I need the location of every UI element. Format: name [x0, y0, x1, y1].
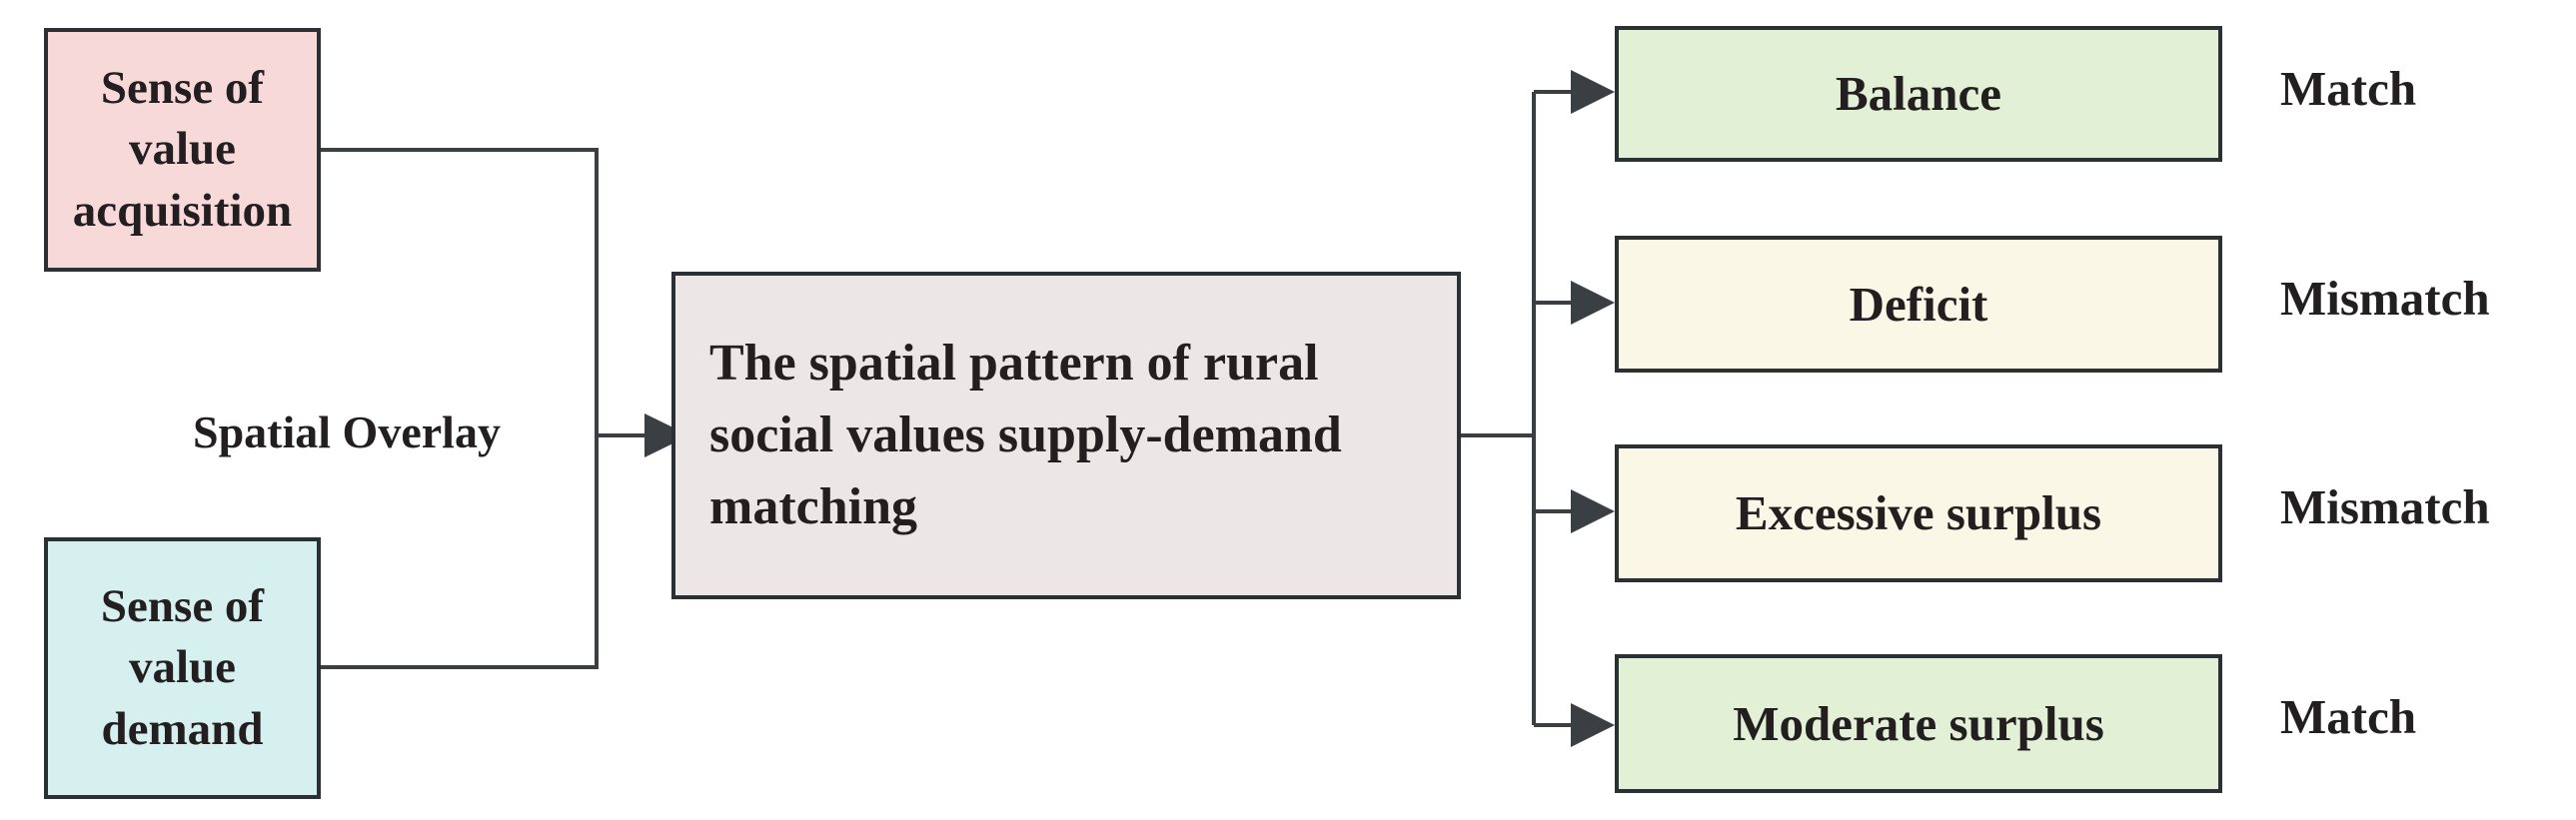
- node-label-moderate-surplus: Moderate surplus: [1733, 695, 2104, 751]
- node-outcome-excessive-surplus[interactable]: Excessive surplus: [1615, 444, 2222, 582]
- node-label-center: The spatial pattern of rural social valu…: [709, 335, 1342, 535]
- connector-branch-excessive-surplus: [1534, 489, 1615, 533]
- node-spatial-pattern-supply-demand-matching[interactable]: The spatial pattern of rural social valu…: [671, 272, 1461, 599]
- connector-branch-balance: [1534, 70, 1615, 114]
- node-outcome-deficit[interactable]: Deficit: [1615, 236, 2222, 373]
- verdict-label-deficit: Mismatch: [2280, 271, 2490, 326]
- node-label-excessive-surplus: Excessive surplus: [1735, 485, 2102, 541]
- node-label-balance: Balance: [1835, 66, 2002, 122]
- connector-label-spatial-overlay: Spatial Overlay: [193, 407, 501, 457]
- node-label-acquisition: Sense of value acquisition: [72, 62, 293, 237]
- node-label-demand: Sense of value demand: [100, 580, 265, 755]
- node-outcome-moderate-surplus[interactable]: Moderate surplus: [1615, 654, 2222, 793]
- connector-branch-moderate-surplus: [1534, 703, 1615, 747]
- verdict-label-moderate-surplus: Match: [2280, 689, 2417, 744]
- connector-branch-deficit: [1534, 281, 1615, 325]
- verdict-label-balance: Match: [2280, 61, 2417, 116]
- node-sense-of-value-acquisition[interactable]: Sense of value acquisition: [44, 28, 321, 272]
- node-outcome-balance[interactable]: Balance: [1615, 26, 2222, 162]
- verdict-label-excessive-surplus: Mismatch: [2280, 479, 2490, 534]
- node-label-deficit: Deficit: [1849, 276, 1988, 332]
- node-sense-of-value-demand[interactable]: Sense of value demand: [44, 537, 321, 799]
